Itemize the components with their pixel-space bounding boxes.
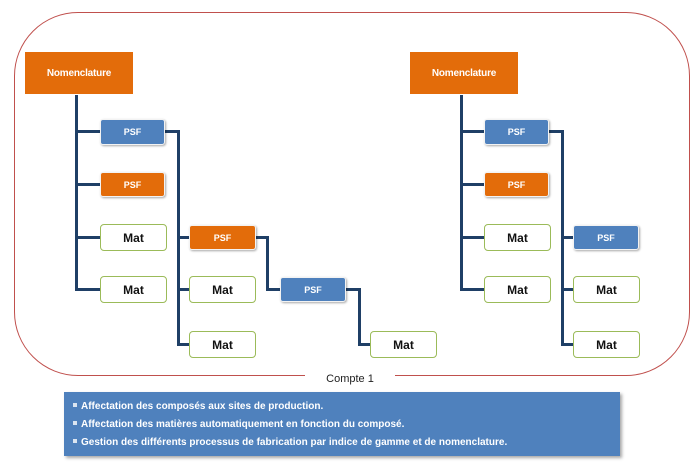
info-point-text: Affectation des matières automatiquement… <box>81 419 405 430</box>
left-root-nomenclature: Nomenclature <box>25 52 133 94</box>
connector <box>177 288 189 291</box>
left-l1-mat-2: Mat <box>100 276 167 303</box>
bullet-icon <box>73 421 77 426</box>
connector <box>561 288 573 291</box>
connector <box>75 288 100 291</box>
connector <box>266 236 269 291</box>
connector <box>346 288 360 291</box>
left-l2-mat-2: Mat <box>189 331 256 358</box>
connector <box>75 95 78 290</box>
connector <box>460 236 484 239</box>
connector <box>460 288 484 291</box>
left-l1-mat-1: Mat <box>100 224 167 251</box>
left-l1-psf-1: PSF <box>100 119 165 145</box>
right-l2-mat-2: Mat <box>573 331 640 358</box>
info-point: Affectation des composés aux sites de pr… <box>73 399 620 417</box>
left-l1-psf-2: PSF <box>100 172 165 197</box>
connector <box>561 236 573 239</box>
account-label: Compte 1 <box>305 371 395 387</box>
connector <box>460 183 484 186</box>
connector <box>266 288 280 291</box>
connector <box>460 130 484 133</box>
bullet-icon <box>73 439 77 444</box>
left-l3-psf: PSF <box>280 277 346 302</box>
info-point: Gestion des différents processus de fabr… <box>73 435 620 453</box>
right-l1-psf-2: PSF <box>484 172 549 197</box>
connector <box>561 343 573 346</box>
connector <box>75 236 100 239</box>
right-l1-mat-2: Mat <box>484 276 551 303</box>
right-root-nomenclature: Nomenclature <box>410 52 518 94</box>
info-point-text: Gestion des différents processus de fabr… <box>81 437 508 448</box>
connector <box>75 130 100 133</box>
bullet-icon <box>73 403 77 408</box>
connector <box>358 288 361 346</box>
right-l2-psf: PSF <box>573 225 639 250</box>
left-l4-mat: Mat <box>370 331 437 358</box>
connector <box>460 95 463 290</box>
connector <box>549 130 563 133</box>
connector <box>75 183 100 186</box>
connector <box>165 130 177 133</box>
right-l2-mat-1: Mat <box>573 276 640 303</box>
connector <box>358 343 370 346</box>
right-l1-psf-1: PSF <box>484 119 549 145</box>
connector <box>256 236 268 239</box>
right-l1-mat-1: Mat <box>484 224 551 251</box>
left-l2-psf: PSF <box>189 225 256 250</box>
info-point: Affectation des matières automatiquement… <box>73 417 620 435</box>
info-point-text: Affectation des composés aux sites de pr… <box>81 401 324 412</box>
info-panel: Affectation des composés aux sites de pr… <box>64 392 620 456</box>
left-l2-mat-1: Mat <box>189 276 256 303</box>
connector <box>177 343 189 346</box>
connector <box>177 236 189 239</box>
